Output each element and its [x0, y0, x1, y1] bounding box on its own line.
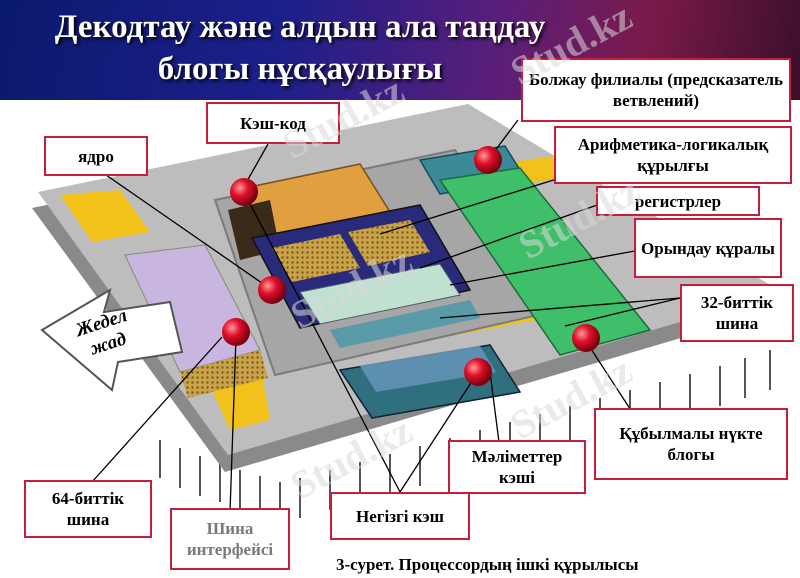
title-banner: Декодтау және алдын ала таңдау блогы нұс… — [0, 0, 800, 100]
ram-arrow[interactable] — [40, 287, 184, 392]
marker-fpu — [572, 324, 600, 352]
execution-unit-block — [330, 300, 480, 348]
alu-block-2 — [348, 220, 430, 266]
label-registers: регистрлер — [596, 186, 760, 216]
label-alu: Арифметика-логикалық құрылғы — [554, 126, 792, 184]
label-main-cache: Негізгі кэш — [330, 492, 470, 540]
slide-title: Декодтау және алдын ала таңдау блогы нұс… — [54, 9, 546, 87]
alu-block — [272, 234, 360, 282]
marker-code-cache — [230, 178, 258, 206]
bus-interface-base — [180, 350, 268, 398]
label-data-cache: Мәліметтер кэші — [448, 440, 586, 494]
label-branch-predictor: Болжау филиалы (предсказатель ветвлений) — [521, 58, 791, 122]
marker-data-cache — [464, 358, 492, 386]
label-core: ядро — [44, 136, 148, 176]
marker-bus-interface — [222, 318, 250, 346]
registers-block — [299, 263, 461, 325]
label-bus-64: 64-биттік шина — [24, 480, 152, 538]
label-bus-32: 32-биттік шина — [680, 284, 794, 342]
marker-core — [258, 276, 286, 304]
figure-caption: 3-сурет. Процессордың ішкі құрылысы — [336, 555, 639, 574]
marker-branch-predictor — [474, 146, 502, 174]
label-execution-units: Орындау құралы — [634, 218, 782, 278]
label-code-cache: Кэш-код — [206, 102, 340, 144]
pointer-lines — [91, 119, 681, 513]
label-fpu: Құбылмалы нүкте блогы — [594, 408, 788, 480]
data-cache-top — [360, 346, 496, 392]
label-bus-interface: Шина интерфейсі — [170, 508, 290, 570]
red-markers — [222, 146, 600, 386]
